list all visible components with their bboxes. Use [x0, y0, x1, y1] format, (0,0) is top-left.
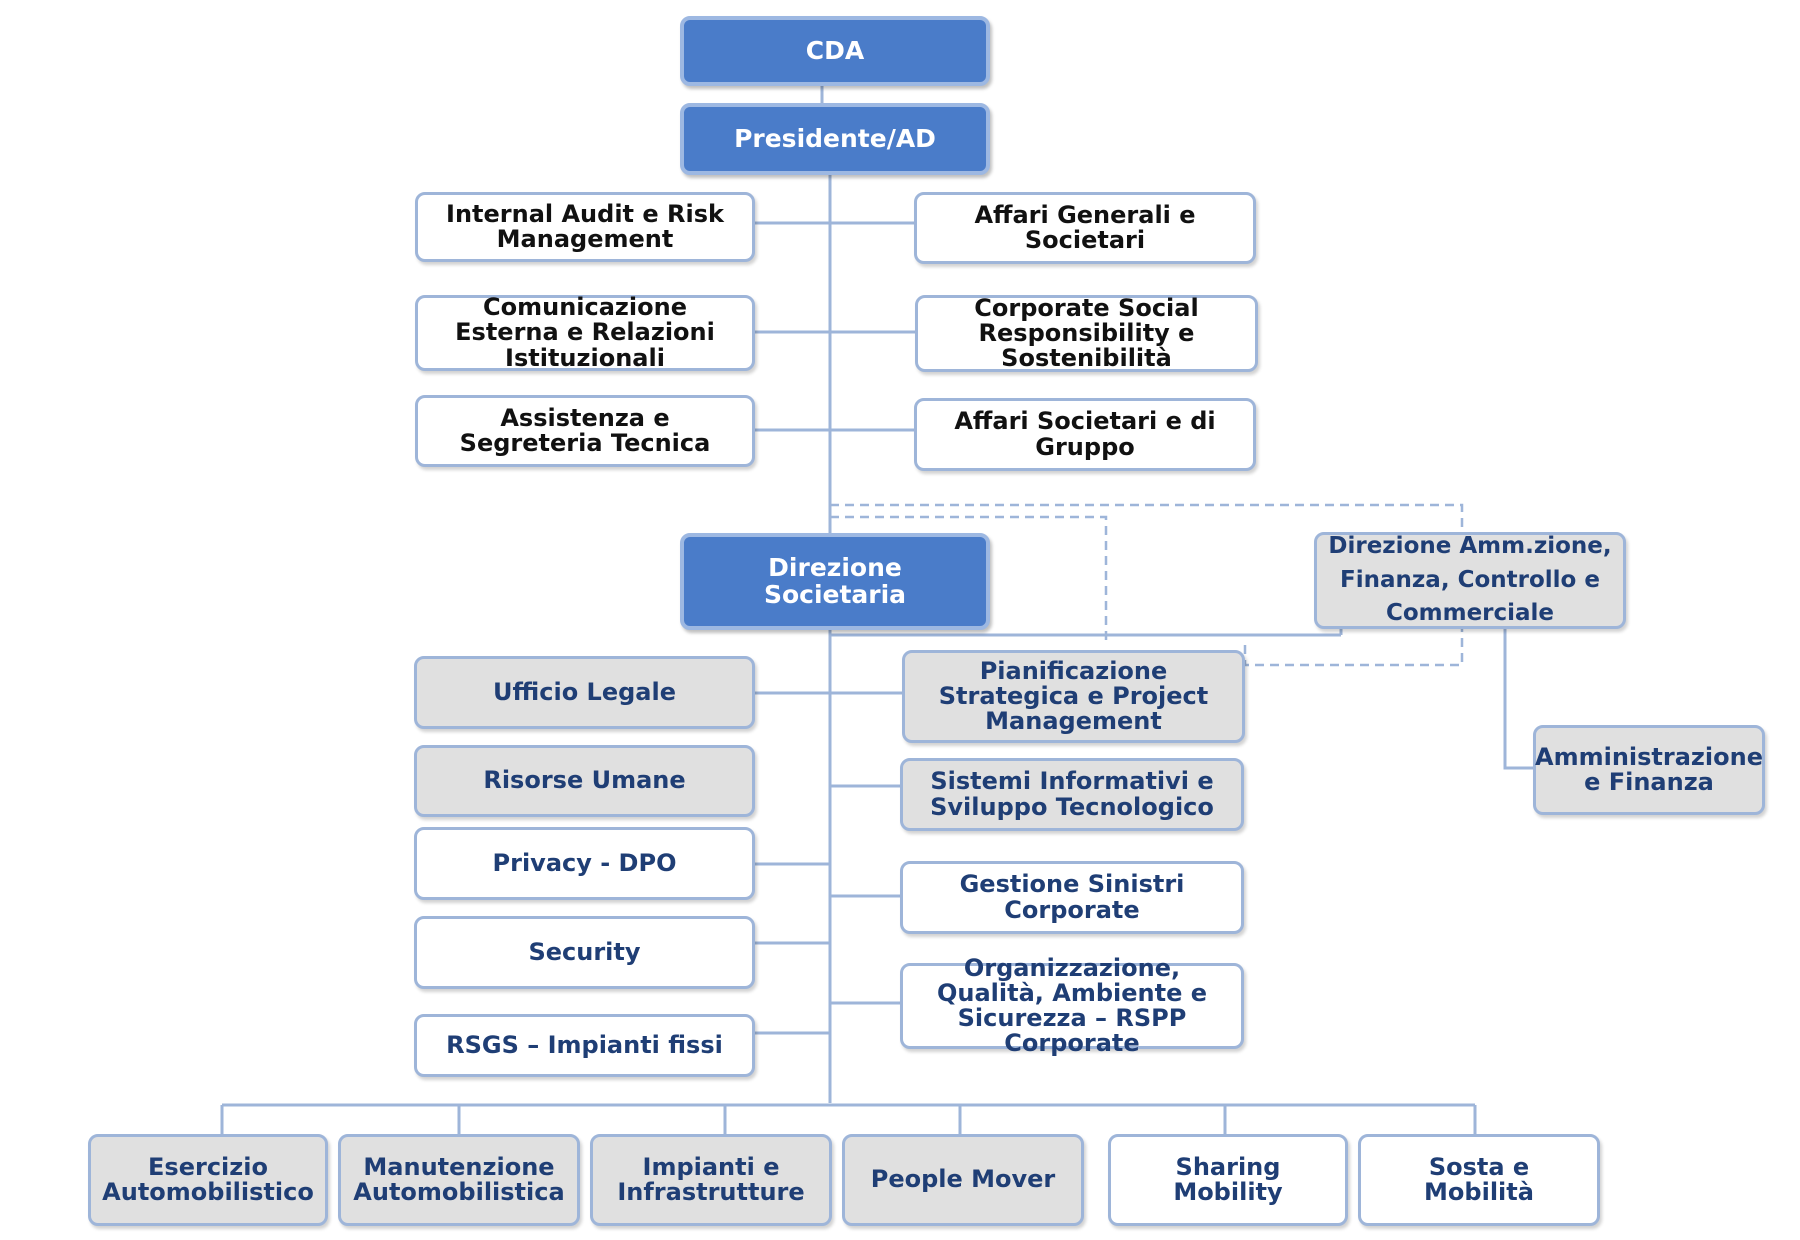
box-impianti-infrastrutture: Impianti e Infrastrutture — [590, 1134, 832, 1226]
box-people-mover: People Mover — [842, 1134, 1084, 1226]
box-affari-generali: Affari Generali e Societari — [914, 192, 1256, 264]
box-amministrazione-finanza: Amministrazione e Finanza — [1533, 725, 1765, 815]
box-esercizio-automobilistico: Esercizio Automobilistico — [88, 1134, 328, 1226]
box-corporate-social-responsibility: Corporate Social Responsibility e Sosten… — [915, 295, 1258, 372]
box-ufficio-legale: Ufficio Legale — [414, 656, 755, 729]
box-affari-societari-gruppo: Affari Societari e di Gruppo — [914, 398, 1256, 471]
box-pianificazione-strategica: Pianificazione Strategica e Project Mana… — [902, 650, 1245, 743]
box-comunicazione-esterna: Comunicazione Esterna e Relazioni Istitu… — [415, 295, 755, 371]
box-cda: CDA — [680, 16, 990, 86]
box-rsgs-impianti-fissi: RSGS – Impianti fissi — [414, 1014, 755, 1077]
box-gestione-sinistri: Gestione Sinistri Corporate — [900, 861, 1244, 934]
box-risorse-umane: Risorse Umane — [414, 745, 755, 817]
box-assistenza-segreteria: Assistenza e Segreteria Tecnica — [415, 395, 755, 467]
box-presidente-ad: Presidente/AD — [680, 103, 990, 175]
box-internal-audit: Internal Audit e Risk Management — [415, 192, 755, 262]
dashed-inner-link — [830, 515, 1108, 645]
box-sosta-mobilita: Sosta e Mobilità — [1358, 1134, 1600, 1226]
box-privacy-dpo: Privacy - DPO — [414, 827, 755, 900]
box-direzione-amm-finanza: Direzione Amm.zione, Finanza, Controllo … — [1314, 532, 1626, 629]
connector-amm-finanza — [1503, 627, 1533, 770]
box-manutenzione-automobilistica: Manutenzione Automobilistica — [338, 1134, 580, 1226]
box-direzione-societaria: Direzione Societaria — [680, 533, 990, 630]
box-organizzazione-qualita: Organizzazione, Qualità, Ambiente e Sicu… — [900, 955, 1244, 1056]
box-sistemi-informativi: Sistemi Informativi e Sviluppo Tecnologi… — [900, 758, 1244, 831]
box-security: Security — [414, 916, 755, 989]
box-sharing-mobility: Sharing Mobility — [1108, 1134, 1348, 1226]
dashed-outer-link — [830, 503, 1464, 667]
